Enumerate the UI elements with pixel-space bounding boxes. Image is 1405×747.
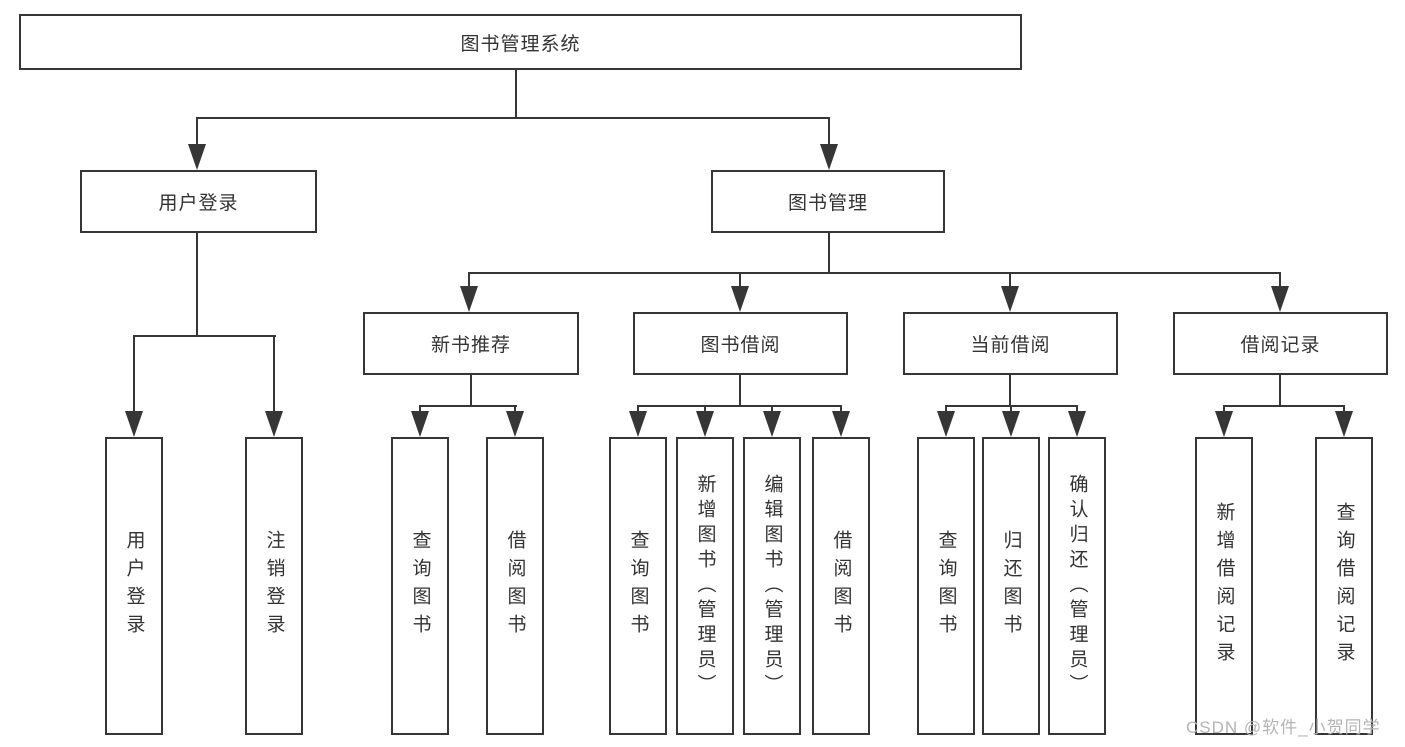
node-leaf-cb-confirm-return-admin-label: 确认归还（管理员） <box>1066 473 1088 699</box>
node-user-login-branch: 用户登录 <box>80 170 317 233</box>
node-current-borrow-label: 当前借阅 <box>970 335 1051 356</box>
connector-borrow-records-hline <box>1223 405 1345 407</box>
watermark: CSDN @软件_小贺同学 <box>1186 718 1381 737</box>
connector-drop-cb-query <box>945 405 947 414</box>
arrow-down-bb-edit <box>763 411 781 437</box>
node-leaf-user-login-label: 用户登录 <box>123 530 145 642</box>
arrow-down-user-login <box>188 144 206 170</box>
node-leaf-cb-return-books-label: 归还图书 <box>1000 530 1022 642</box>
connector-drop-nb-query <box>419 405 421 414</box>
connector-drop-leaf-login <box>133 335 135 413</box>
connector-book-borrow-stem <box>739 375 741 407</box>
node-book-borrow-label: 图书借阅 <box>700 335 781 356</box>
node-leaf-bb-add-books-admin-label: 新增图书（管理员） <box>694 473 716 699</box>
node-leaf-br-add-record-label: 新增借阅记录 <box>1213 502 1235 670</box>
connector-drop-borrow-records <box>1279 272 1281 290</box>
node-leaf-bb-edit-books-admin-label: 编辑图书（管理员） <box>761 473 783 699</box>
arrow-down-bb-add <box>696 411 714 437</box>
connector-drop-current-borrow <box>1009 272 1011 290</box>
node-root-label: 图书管理系统 <box>460 33 581 55</box>
node-current-borrow: 当前借阅 <box>903 312 1118 375</box>
arrow-down-new-book <box>460 286 478 312</box>
connector-drop-user-login <box>196 117 198 147</box>
connector-current-borrow-stem <box>1009 375 1011 407</box>
arrow-down-borrow-records <box>1271 286 1289 312</box>
node-leaf-user-login: 用户登录 <box>105 437 163 735</box>
connector-drop-new-book <box>468 272 470 290</box>
connector-drop-br-add <box>1223 405 1225 414</box>
connector-drop-br-query <box>1343 405 1345 414</box>
node-leaf-cb-return-books: 归还图书 <box>982 437 1040 735</box>
node-leaf-bb-add-books-admin: 新增图书（管理员） <box>676 437 734 735</box>
node-leaf-cb-confirm-return-admin: 确认归还（管理员） <box>1048 437 1106 735</box>
connector-drop-bb-add <box>704 405 706 414</box>
node-new-book-recommend-label: 新书推荐 <box>430 335 511 356</box>
connector-user-login-stem <box>196 233 198 337</box>
connector-drop-book-borrow <box>739 272 741 290</box>
connector-drop-book-mgmt <box>828 117 830 147</box>
node-leaf-bb-edit-books-admin: 编辑图书（管理员） <box>743 437 801 735</box>
node-leaf-logout-label: 注销登录 <box>263 530 285 642</box>
arrow-down-br-query <box>1335 411 1353 437</box>
connector-new-book-stem <box>470 375 472 407</box>
arrow-down-current-borrow <box>1001 286 1019 312</box>
node-leaf-bb-query-books: 查询图书 <box>609 437 667 735</box>
node-leaf-br-query-record: 查询借阅记录 <box>1315 437 1373 735</box>
node-user-login-branch-label: 用户登录 <box>158 193 239 214</box>
arrow-down-br-add <box>1215 411 1233 437</box>
connector-drop-cb-return <box>1010 405 1012 414</box>
connector-drop-bb-query <box>637 405 639 414</box>
arrow-down-bb-query <box>629 411 647 437</box>
connector-drop-bb-edit <box>771 405 773 414</box>
arrow-down-bb-borrow <box>832 411 850 437</box>
connector-user-login-hline <box>133 335 276 337</box>
connector-book-borrow-hline <box>637 405 842 407</box>
node-leaf-br-add-record: 新增借阅记录 <box>1195 437 1253 735</box>
arrow-down-cb-query <box>937 411 955 437</box>
node-leaf-nb-borrow-books-label: 借阅图书 <box>504 530 526 642</box>
connector-drop-leaf-logout <box>273 335 275 413</box>
node-leaf-bb-borrow-books-label: 借阅图书 <box>830 530 852 642</box>
node-root: 图书管理系统 <box>19 14 1022 70</box>
connector-drop-bb-borrow <box>840 405 842 414</box>
node-book-borrow: 图书借阅 <box>633 312 848 375</box>
node-leaf-nb-query-books: 查询图书 <box>391 437 449 735</box>
node-new-book-recommend: 新书推荐 <box>363 312 579 375</box>
arrow-down-nb-query <box>411 411 429 437</box>
node-book-management-branch: 图书管理 <box>711 170 945 233</box>
connector-book-mgmt-stem <box>828 233 830 274</box>
node-book-management-branch-label: 图书管理 <box>787 193 868 214</box>
arrow-down-cb-confirm <box>1068 411 1086 437</box>
node-leaf-logout: 注销登录 <box>245 437 303 735</box>
node-leaf-cb-query-books: 查询图书 <box>917 437 975 735</box>
node-borrow-records: 借阅记录 <box>1173 312 1388 375</box>
node-leaf-bb-query-books-label: 查询图书 <box>627 530 649 642</box>
arrow-down-book-borrow <box>731 286 749 312</box>
node-leaf-nb-borrow-books: 借阅图书 <box>486 437 544 735</box>
node-leaf-br-query-record-label: 查询借阅记录 <box>1333 502 1355 670</box>
arrow-down-nb-borrow <box>506 411 524 437</box>
node-leaf-bb-borrow-books: 借阅图书 <box>812 437 870 735</box>
node-borrow-records-label: 借阅记录 <box>1240 335 1321 356</box>
arrow-down-leaf-logout <box>265 411 283 437</box>
connector-new-book-hline <box>419 405 517 407</box>
connector-drop-nb-borrow <box>514 405 516 414</box>
connector-drop-cb-confirm <box>1076 405 1078 414</box>
node-leaf-nb-query-books-label: 查询图书 <box>409 530 431 642</box>
connector-borrow-records-stem <box>1279 375 1281 407</box>
connector-book-mgmt-hline <box>468 272 1281 274</box>
arrow-down-leaf-login <box>125 411 143 437</box>
connector-root-stem <box>515 70 517 119</box>
node-leaf-cb-query-books-label: 查询图书 <box>935 530 957 642</box>
arrow-down-cb-return <box>1002 411 1020 437</box>
arrow-down-book-mgmt <box>820 144 838 170</box>
connector-root-hline <box>196 117 830 119</box>
